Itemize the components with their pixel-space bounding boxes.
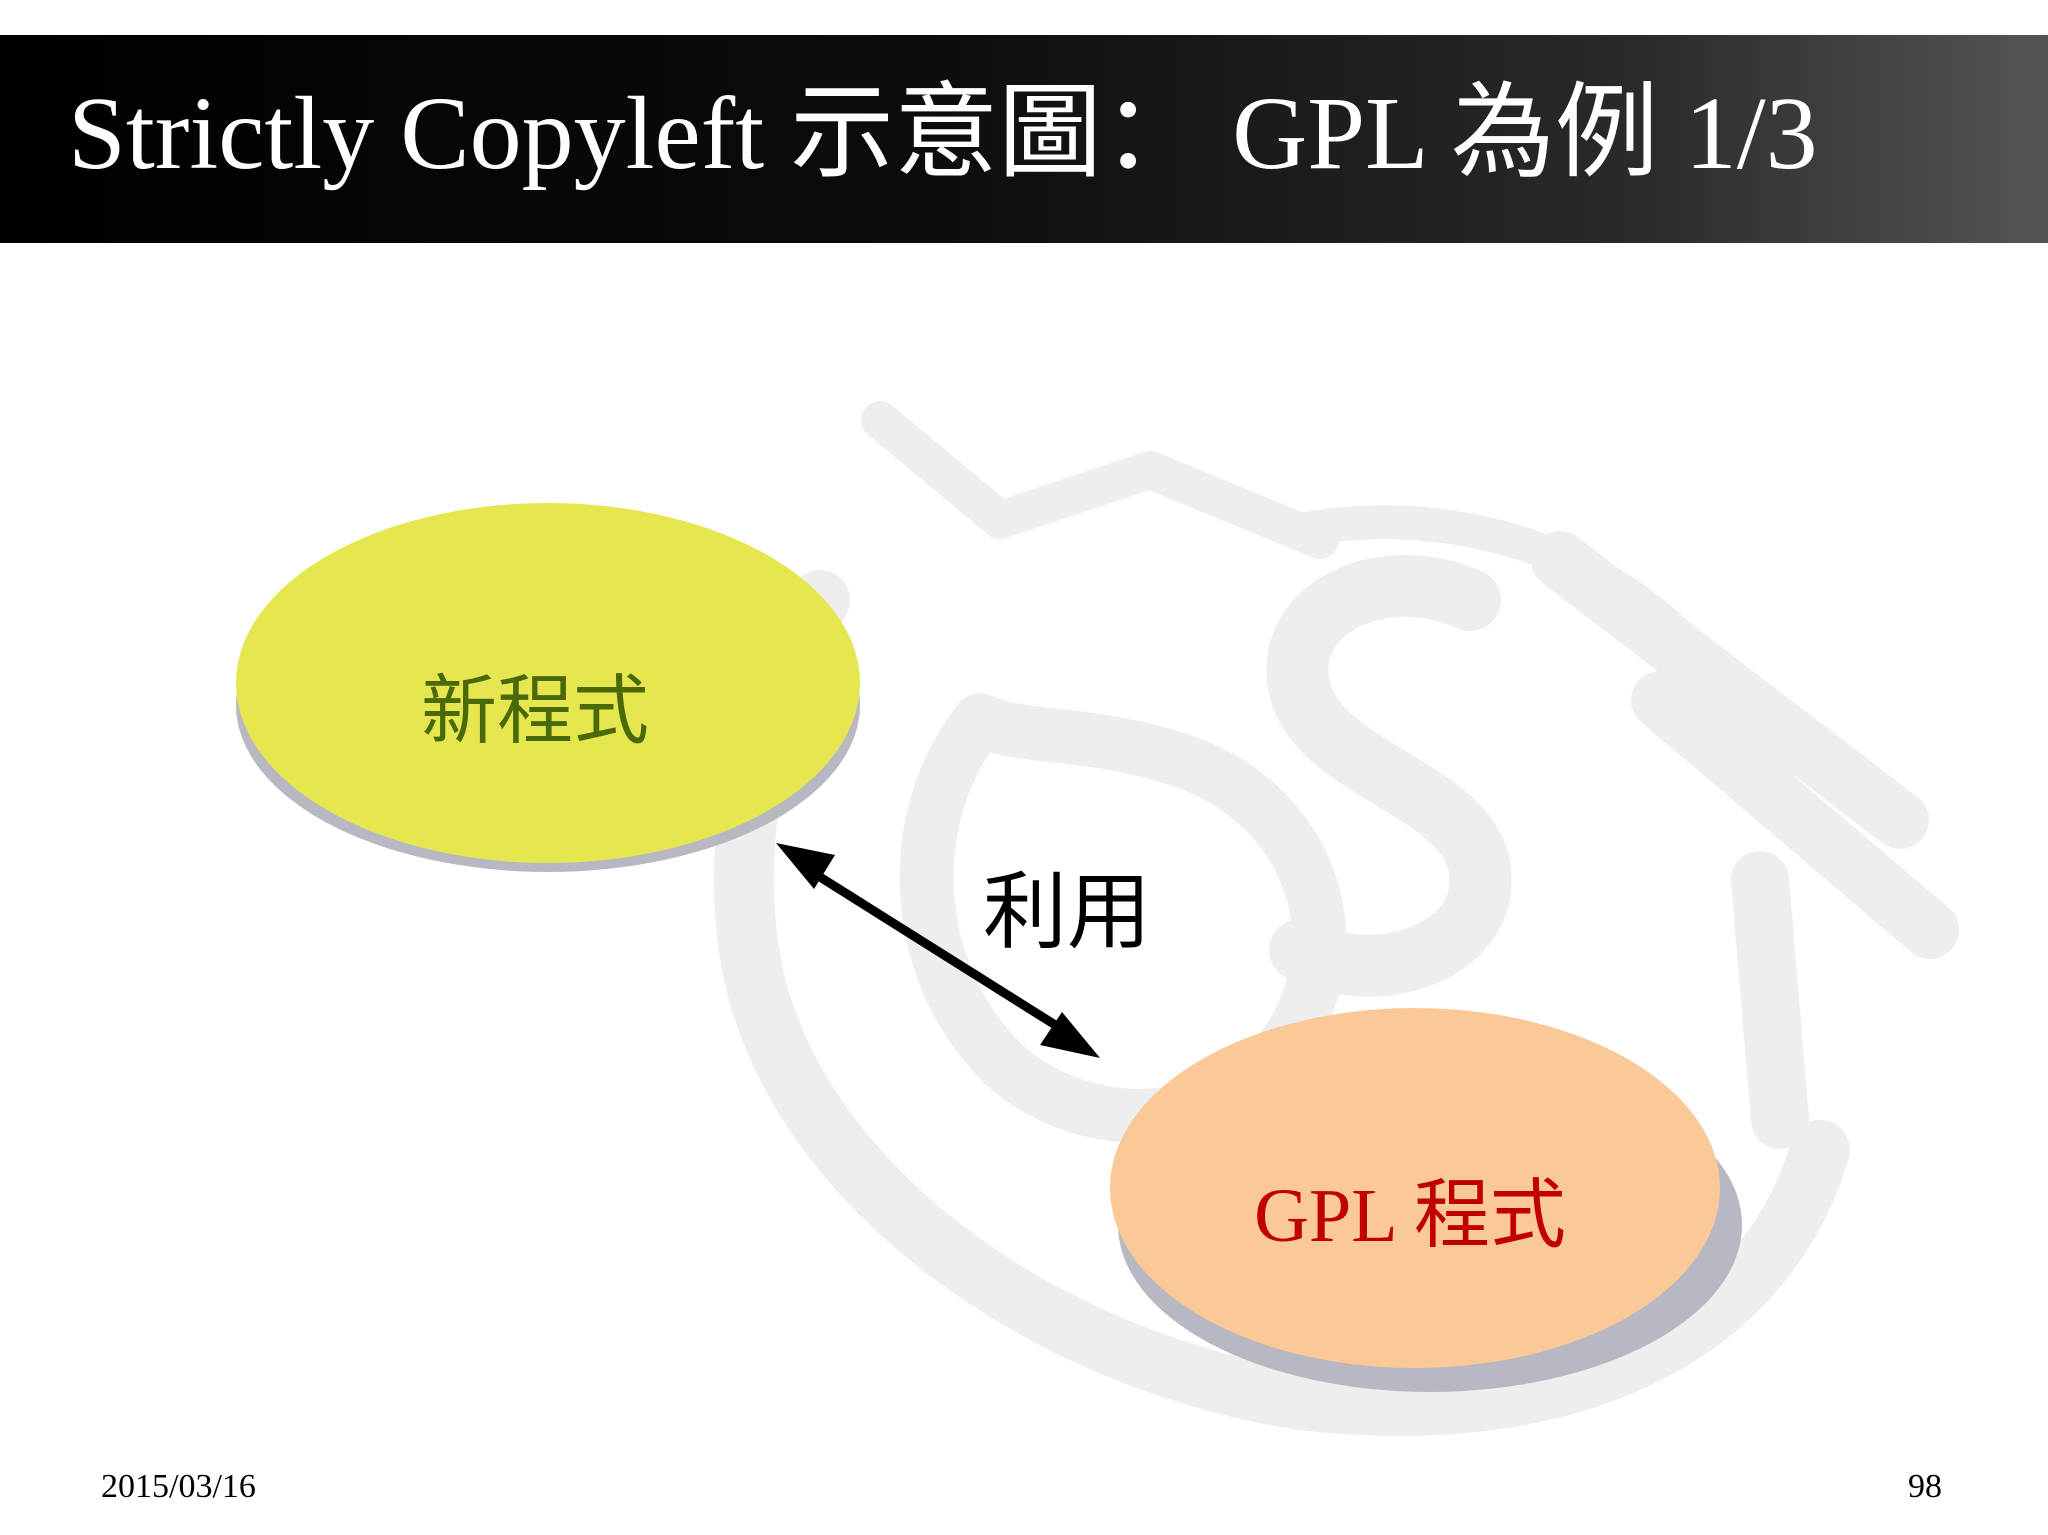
gpl-program-node — [1110, 1008, 1720, 1368]
footer-date: 2015/03/16 — [101, 1468, 256, 1505]
new-program-label: 新程式 — [421, 670, 649, 754]
new-program-node — [236, 503, 860, 863]
use-arrow — [776, 843, 1100, 1058]
page-number: 98 — [1908, 1468, 1942, 1505]
arrowhead-start — [776, 843, 835, 889]
gpl-program-label: GPL 程式 — [1254, 1174, 1566, 1258]
use-edge-label: 利用 — [983, 867, 1152, 960]
title-bar — [0, 35, 2048, 243]
slide-title: Strictly Copyleft 示意圖： GPL 為例 1/3 — [68, 76, 1818, 191]
arrowhead-end — [1040, 1012, 1100, 1058]
